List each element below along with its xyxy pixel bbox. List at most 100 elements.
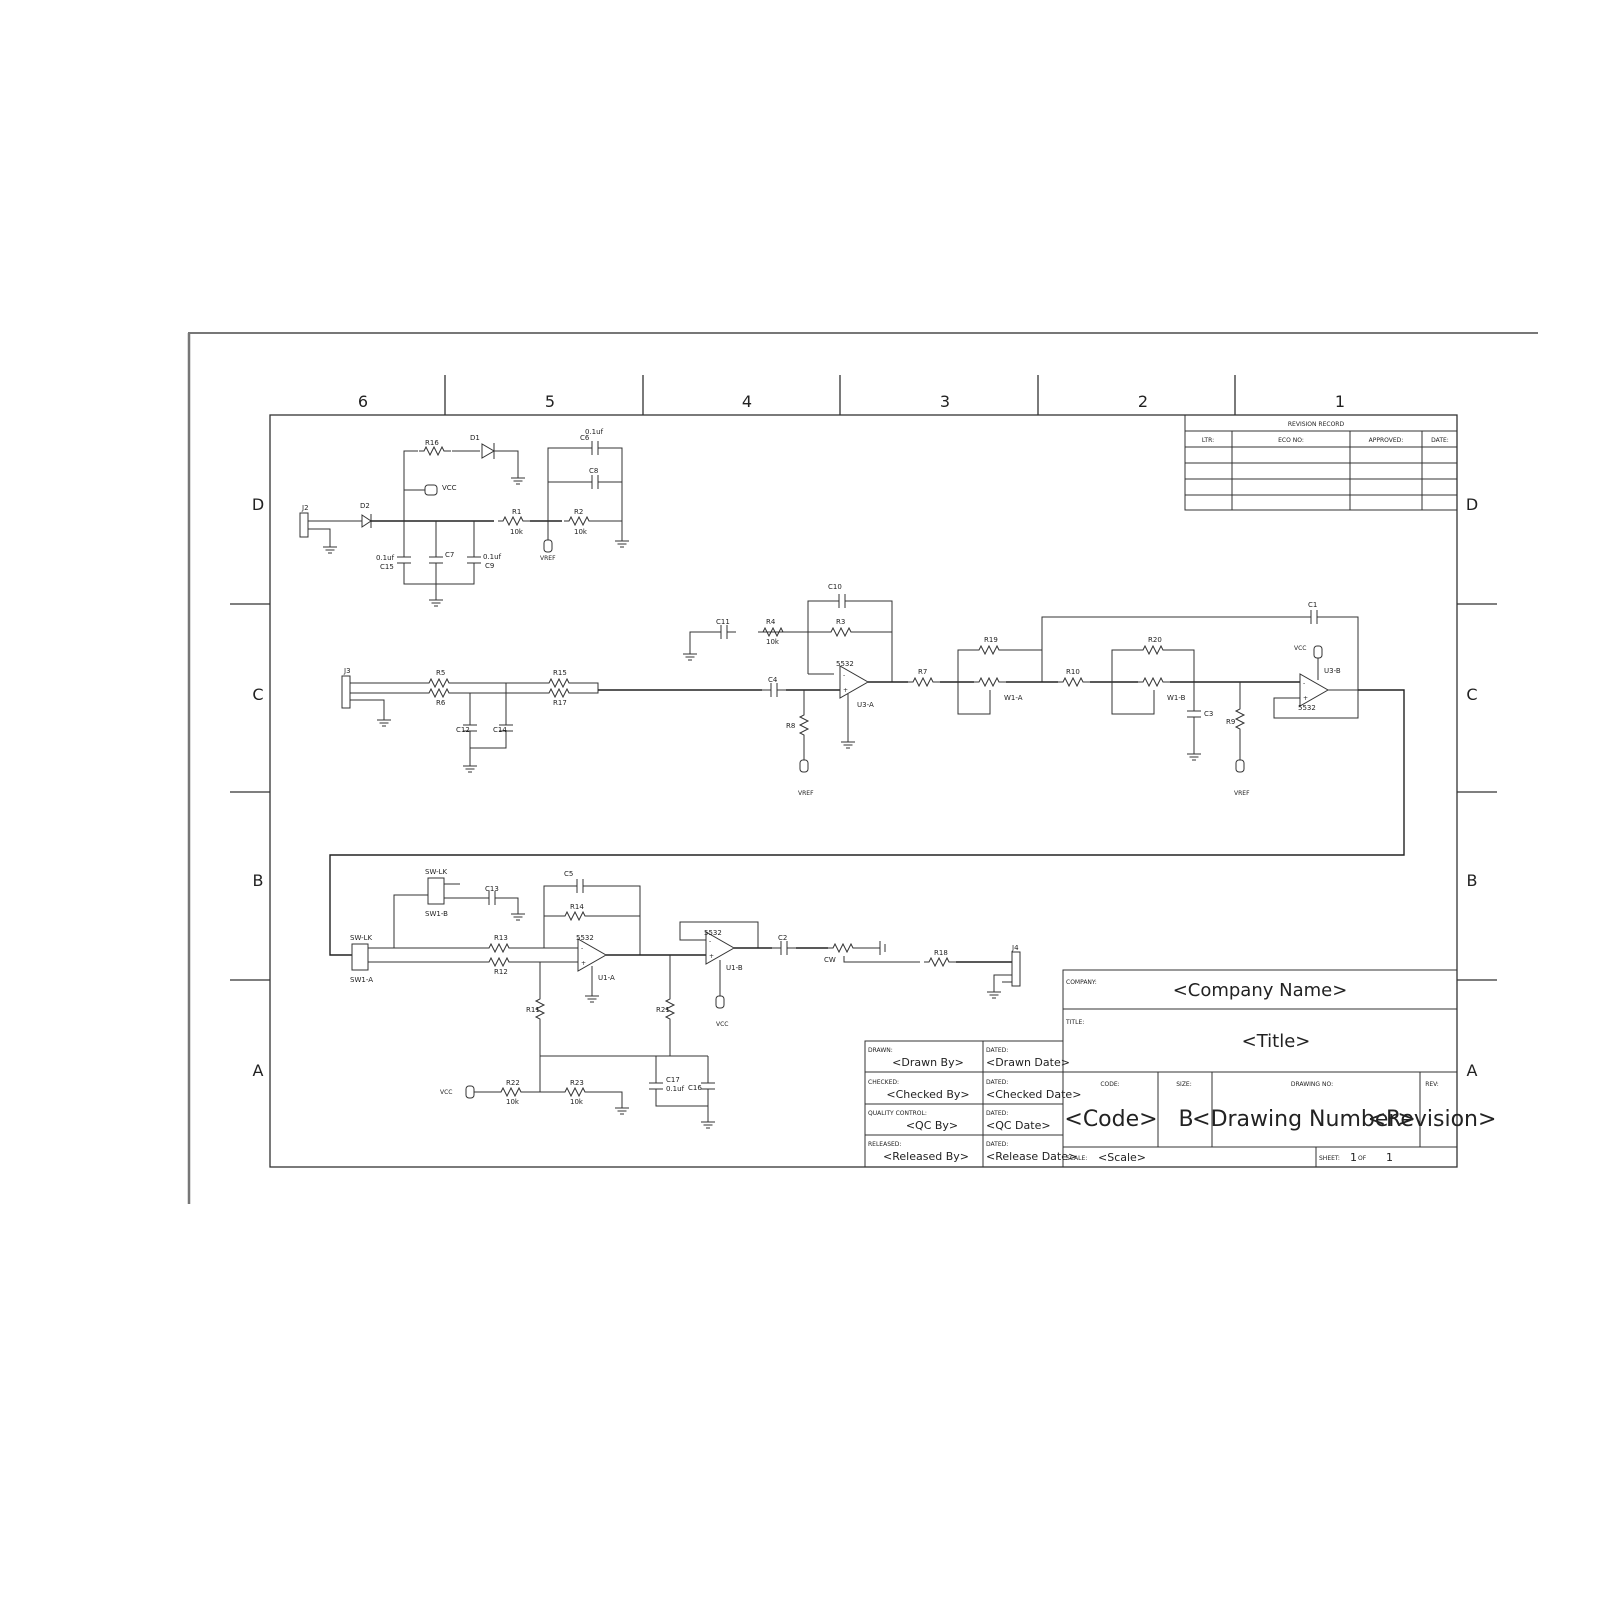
ref-label: U1-B bbox=[726, 964, 743, 972]
ref-label: U3-A bbox=[857, 701, 874, 709]
dated-label: DATED: bbox=[986, 1079, 1008, 1086]
ref-label: J3 bbox=[343, 667, 351, 675]
output-stage-circuit: SW-LK SW1-A SW-LK SW1-B C13 R13 R12 5532… bbox=[350, 868, 1021, 1129]
scale-label: SCALE: bbox=[1066, 1155, 1087, 1162]
d1-led bbox=[481, 443, 495, 459]
zone-label: 5 bbox=[545, 392, 555, 411]
drawn-date: <Drawn Date> bbox=[986, 1056, 1070, 1069]
ref-label: C14 bbox=[493, 726, 507, 734]
ref-label: R20 bbox=[1148, 636, 1162, 644]
scale-value: <Scale> bbox=[1098, 1151, 1146, 1164]
rev-col-approved: APPROVED: bbox=[1369, 437, 1404, 444]
size-value: B bbox=[1178, 1107, 1193, 1132]
ref-label: C13 bbox=[485, 885, 499, 893]
ref-label: VCC bbox=[440, 1089, 452, 1096]
value-label: 10k bbox=[506, 1098, 520, 1106]
value-label: 10k bbox=[766, 638, 780, 646]
rev-label: REV: bbox=[1425, 1081, 1439, 1088]
input-filter-circuit: J3 R5 R6 R15 R17 C12 C14 C4 R8 bbox=[329, 583, 1405, 956]
ref-label: R6 bbox=[436, 699, 446, 707]
zone-label: A bbox=[1467, 1061, 1478, 1080]
ref-label: R23 bbox=[570, 1079, 584, 1087]
ref-label: R4 bbox=[766, 618, 776, 626]
ref-label: R15 bbox=[553, 669, 567, 677]
d2-diode bbox=[361, 514, 372, 528]
chip-label: 5532 bbox=[836, 660, 854, 668]
j3-connector bbox=[341, 675, 351, 709]
company-name: <Company Name> bbox=[1173, 980, 1348, 1001]
ref-label: SW-LK bbox=[350, 934, 373, 942]
ref-label: R21 bbox=[656, 1006, 670, 1014]
value-label: 10k bbox=[574, 528, 588, 536]
drawn-label: DRAWN: bbox=[868, 1047, 893, 1054]
qc-date: <QC Date> bbox=[986, 1119, 1051, 1132]
ref-label: R14 bbox=[570, 903, 584, 911]
value-label: 0.1uf bbox=[585, 428, 604, 436]
drawing-no-label: DRAWING NO: bbox=[1291, 1081, 1333, 1088]
ref-label: C12 bbox=[456, 726, 470, 734]
ref-label: SW-LK bbox=[425, 868, 448, 876]
j2-connector bbox=[299, 512, 309, 538]
code-label: CODE: bbox=[1100, 1081, 1119, 1088]
ref-label: R5 bbox=[436, 669, 445, 677]
ref-label: R13 bbox=[494, 934, 508, 942]
ref-label: R3 bbox=[836, 618, 845, 626]
ref-label: R12 bbox=[494, 968, 508, 976]
ref-label: R2 bbox=[574, 508, 583, 516]
ref-label: U1-A bbox=[598, 974, 615, 982]
ref-label: R11 bbox=[526, 1006, 540, 1014]
checked-label: CHECKED: bbox=[868, 1079, 899, 1086]
drawing-number: <Drawing Number> bbox=[1192, 1107, 1416, 1132]
power-supply-circuit: J2 D2 R16 D1 VCC 0.1uf C15 C7 0.1uf bbox=[299, 428, 630, 607]
chip-label: 5532 bbox=[576, 934, 594, 942]
dated-label: DATED: bbox=[986, 1141, 1008, 1148]
ref-label: C4 bbox=[768, 676, 778, 684]
zone-label: C bbox=[1466, 685, 1477, 704]
drawn-by: <Drawn By> bbox=[892, 1056, 964, 1069]
ref-label: VCC bbox=[442, 484, 457, 492]
zone-labels-side: D C B A D C B A bbox=[252, 495, 1478, 1080]
zone-label: B bbox=[253, 871, 264, 890]
of-label: OF bbox=[1358, 1155, 1367, 1162]
ref-label: R22 bbox=[506, 1079, 520, 1087]
rev-col-ltr: LTR: bbox=[1202, 437, 1214, 444]
checked-by: <Checked By> bbox=[886, 1088, 969, 1101]
ref-label: R9 bbox=[1226, 718, 1235, 726]
sheet-number: 1 bbox=[1350, 1151, 1357, 1164]
zone-label: 2 bbox=[1138, 392, 1148, 411]
sw1b-switch bbox=[427, 877, 445, 905]
title-label: TITLE: bbox=[1065, 1019, 1084, 1026]
chip-label: 5532 bbox=[1298, 704, 1316, 712]
sheet-label: SHEET: bbox=[1319, 1155, 1340, 1162]
revision-value: <Revision> bbox=[1368, 1107, 1497, 1132]
sw1a-switch bbox=[351, 943, 369, 971]
value-label: 10k bbox=[510, 528, 524, 536]
checked-date: <Checked Date> bbox=[986, 1088, 1081, 1101]
zone-label: 4 bbox=[742, 392, 752, 411]
ref-label: C17 bbox=[666, 1076, 680, 1084]
release-date: <Release Date> bbox=[986, 1150, 1077, 1163]
ref-label: VCC bbox=[1294, 645, 1306, 652]
ref-label: VREF bbox=[540, 555, 556, 562]
rev-col-eco: ECO NO: bbox=[1278, 437, 1304, 444]
j4-connector bbox=[1011, 951, 1021, 987]
code-value: <Code> bbox=[1064, 1107, 1157, 1132]
ref-label: C3 bbox=[1204, 710, 1213, 718]
ref-label: U3-B bbox=[1324, 667, 1341, 675]
value-label: 10k bbox=[570, 1098, 584, 1106]
ref-label: R16 bbox=[425, 439, 439, 447]
ref-label: C15 bbox=[380, 563, 394, 571]
value-label: 0.1uf bbox=[376, 554, 395, 562]
sheet-total: 1 bbox=[1386, 1151, 1393, 1164]
ref-label: W1-B bbox=[1167, 694, 1186, 702]
ref-label: R1 bbox=[512, 508, 521, 516]
title-block: COMPANY: <Company Name> TITLE: <Title> C… bbox=[864, 969, 1497, 1168]
ref-label: C8 bbox=[589, 467, 598, 475]
released-by: <Released By> bbox=[883, 1150, 969, 1163]
zone-label: 1 bbox=[1335, 392, 1345, 411]
zone-label: A bbox=[253, 1061, 264, 1080]
chip-label: 5532 bbox=[704, 929, 722, 937]
company-label: COMPANY: bbox=[1066, 979, 1097, 986]
ref-label: C5 bbox=[564, 870, 573, 878]
size-label: SIZE: bbox=[1176, 1081, 1192, 1088]
